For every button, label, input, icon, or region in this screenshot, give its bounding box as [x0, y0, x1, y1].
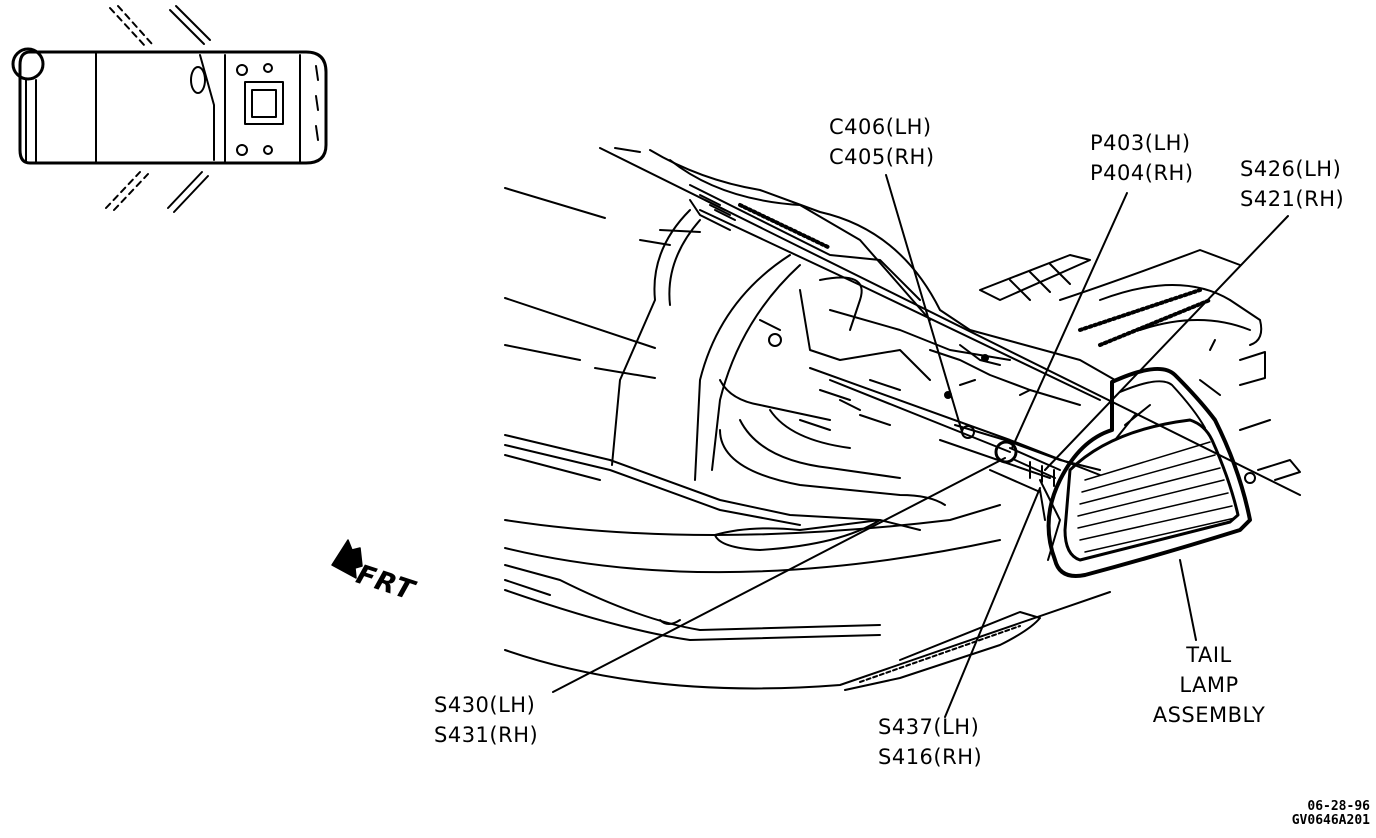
callout-line: S431(RH) — [434, 723, 539, 747]
callout-line: TAIL — [1186, 643, 1232, 667]
callout-c406-c405: C406(LH) C405(RH) — [829, 112, 935, 172]
vehicle-rear-body-drawing — [504, 147, 1301, 691]
callout-line: S426(LH) — [1240, 157, 1342, 181]
callout-s426-s421: S426(LH) S421(RH) — [1240, 154, 1344, 214]
vehicle-top-view-icon — [11, 5, 328, 213]
callout-line: C406(LH) — [829, 115, 932, 139]
callout-line: S437(LH) — [878, 715, 980, 739]
callout-line: S416(RH) — [878, 745, 983, 769]
callout-line: P404(RH) — [1090, 161, 1194, 185]
callout-s437-s416: S437(LH) S416(RH) — [878, 712, 982, 772]
callout-s430-s431: S430(LH) S431(RH) — [434, 690, 538, 750]
callout-line: LAMP — [1179, 673, 1239, 697]
figure-footer: 06-28-96 GV0646A201 — [1292, 800, 1370, 828]
front-direction-arrow-icon — [331, 539, 363, 579]
figure-code: GV0646A201 — [1291, 813, 1370, 828]
callout-p403-p404: P403(LH) P404(RH) — [1090, 128, 1194, 188]
callout-line: S421(RH) — [1240, 187, 1345, 211]
callout-tail-lamp-assembly: TAIL LAMP ASSEMBLY — [1150, 640, 1268, 730]
figure-date: 06-28-96 — [1307, 799, 1370, 814]
callout-line: C405(RH) — [829, 145, 935, 169]
front-direction-label: FRT — [352, 559, 419, 607]
callout-line: S430(LH) — [434, 693, 536, 717]
callout-line: P403(LH) — [1090, 131, 1191, 155]
front-direction-indicator: FRT — [340, 545, 450, 607]
tail-lamp-assembly — [1046, 366, 1301, 578]
leader-lines — [552, 174, 1289, 718]
callout-line: ASSEMBLY — [1152, 703, 1266, 727]
